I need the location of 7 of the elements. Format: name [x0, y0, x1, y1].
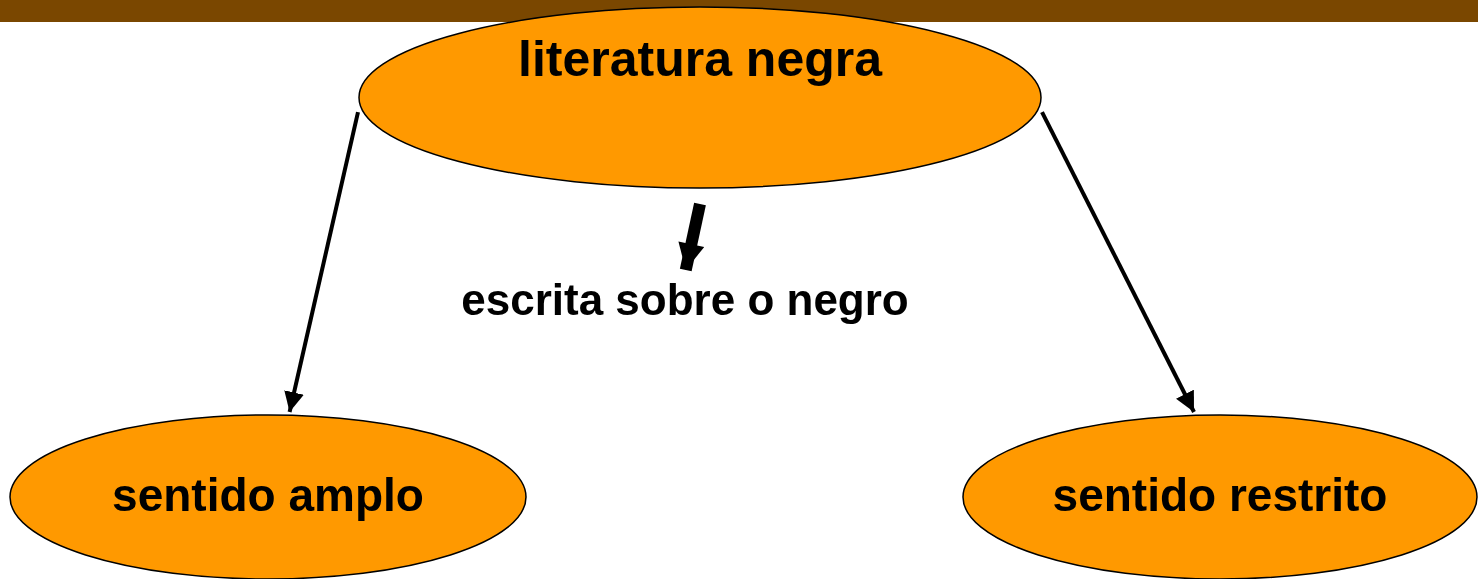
arrow	[678, 202, 706, 272]
arrow	[284, 111, 360, 413]
concept-text: escrita sobre o negro	[461, 278, 909, 322]
node-label: literatura negra	[518, 34, 882, 84]
arrow	[1040, 111, 1196, 413]
concept-ellipse	[358, 6, 1042, 189]
node-label: sentido restrito	[1052, 472, 1388, 518]
